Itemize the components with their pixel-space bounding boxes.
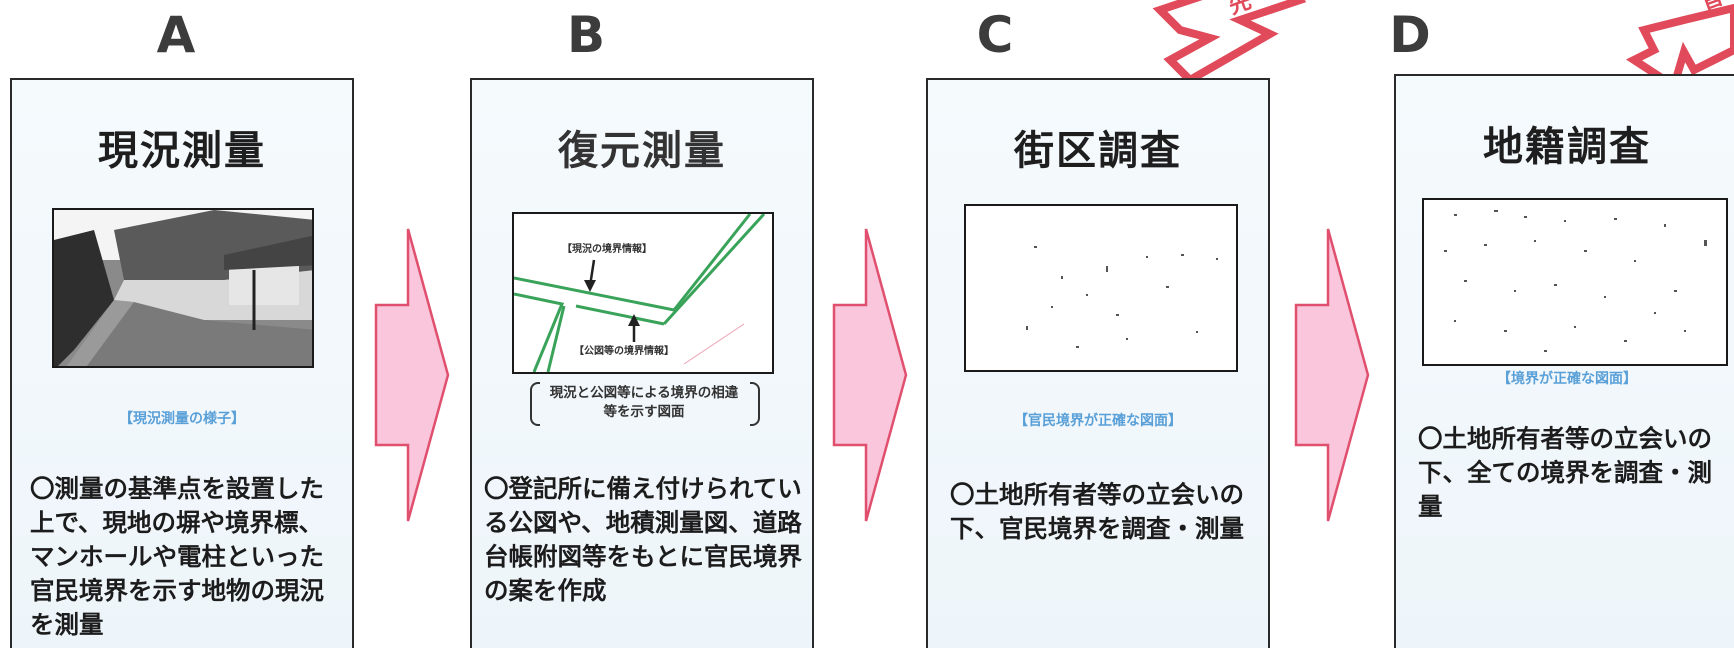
public-boundary-map — [964, 204, 1238, 372]
caption-d: 【境界が正確な図面】 — [1497, 371, 1637, 387]
panel-d: 地籍調査 【境界が正確な図面】 〇土地所有者等の立会いの下、全ての境界を調査・測… — [1394, 74, 1734, 648]
caption-bracket-right — [750, 382, 760, 426]
callout-arrow-d: 官 — [1625, 0, 1734, 93]
flow-arrow-bc — [832, 228, 908, 522]
boundary-map-lines — [514, 214, 766, 372]
caption-a: 【現況測量の様子】 — [119, 411, 245, 427]
caption-bracket-left — [530, 382, 540, 426]
caption-b: 現況と公図等による境界の相違等を示す図面 — [549, 385, 739, 420]
boundary-map: 【現況の境界情報】 【公図等の境界情報】 — [512, 212, 774, 374]
street-scene-image — [54, 210, 312, 366]
map-label-official: 【公図等の境界情報】 — [574, 342, 674, 357]
callout-text-c: 先 — [1226, 0, 1255, 20]
step-letter-a: A — [156, 6, 196, 64]
map-label-current: 【現況の境界情報】 — [562, 240, 652, 255]
step-letter-b: B — [566, 6, 606, 64]
caption-c: 【官民境界が正確な図面】 — [1014, 413, 1182, 429]
step-letter-d: D — [1389, 6, 1431, 64]
survey-photo — [52, 208, 314, 368]
description-d: 〇土地所有者等の立会いの下、全ての境界を調査・測量 — [1418, 424, 1712, 521]
description-b: 〇登記所に備え付けられている公図や、地積測量図、道路台帳附図等をもとに官民境界の… — [484, 474, 803, 605]
callout-arrow-c: 先 — [1152, 0, 1307, 85]
step-letter-c: C — [976, 6, 1014, 64]
dense-survey-points — [1444, 210, 1707, 352]
sparse-survey-points — [1026, 246, 1218, 348]
panel-title-b: 復元測量 — [558, 128, 726, 174]
panel-title-a: 現況測量 — [98, 128, 266, 174]
panel-b: 復元測量 【現況の境界情報】 【公図等の境界情報】 現況と公図等による境界の相違… — [470, 78, 814, 648]
panel-c: 街区調査 【官民境界が正確な図面】 〇土地所有者等の立会いの下、官民境界を調査・… — [926, 78, 1270, 648]
panel-a: 現況測量 【現況測量の様子】 〇測量の基準点を設置した上で、現地の塀や境界標、マ… — [10, 78, 354, 648]
panel-title-d: 地籍調査 — [1483, 124, 1651, 170]
flow-arrow-cd — [1294, 228, 1370, 522]
panel-title-c: 街区調査 — [1014, 128, 1182, 174]
full-boundary-map — [1422, 198, 1728, 366]
flow-arrow-ab — [374, 228, 450, 522]
description-a: 〇測量の基準点を設置した上で、現地の塀や境界標、マンホールや電柱といった官民境界… — [30, 474, 324, 639]
description-c: 〇土地所有者等の立会いの下、官民境界を調査・測量 — [950, 480, 1244, 543]
